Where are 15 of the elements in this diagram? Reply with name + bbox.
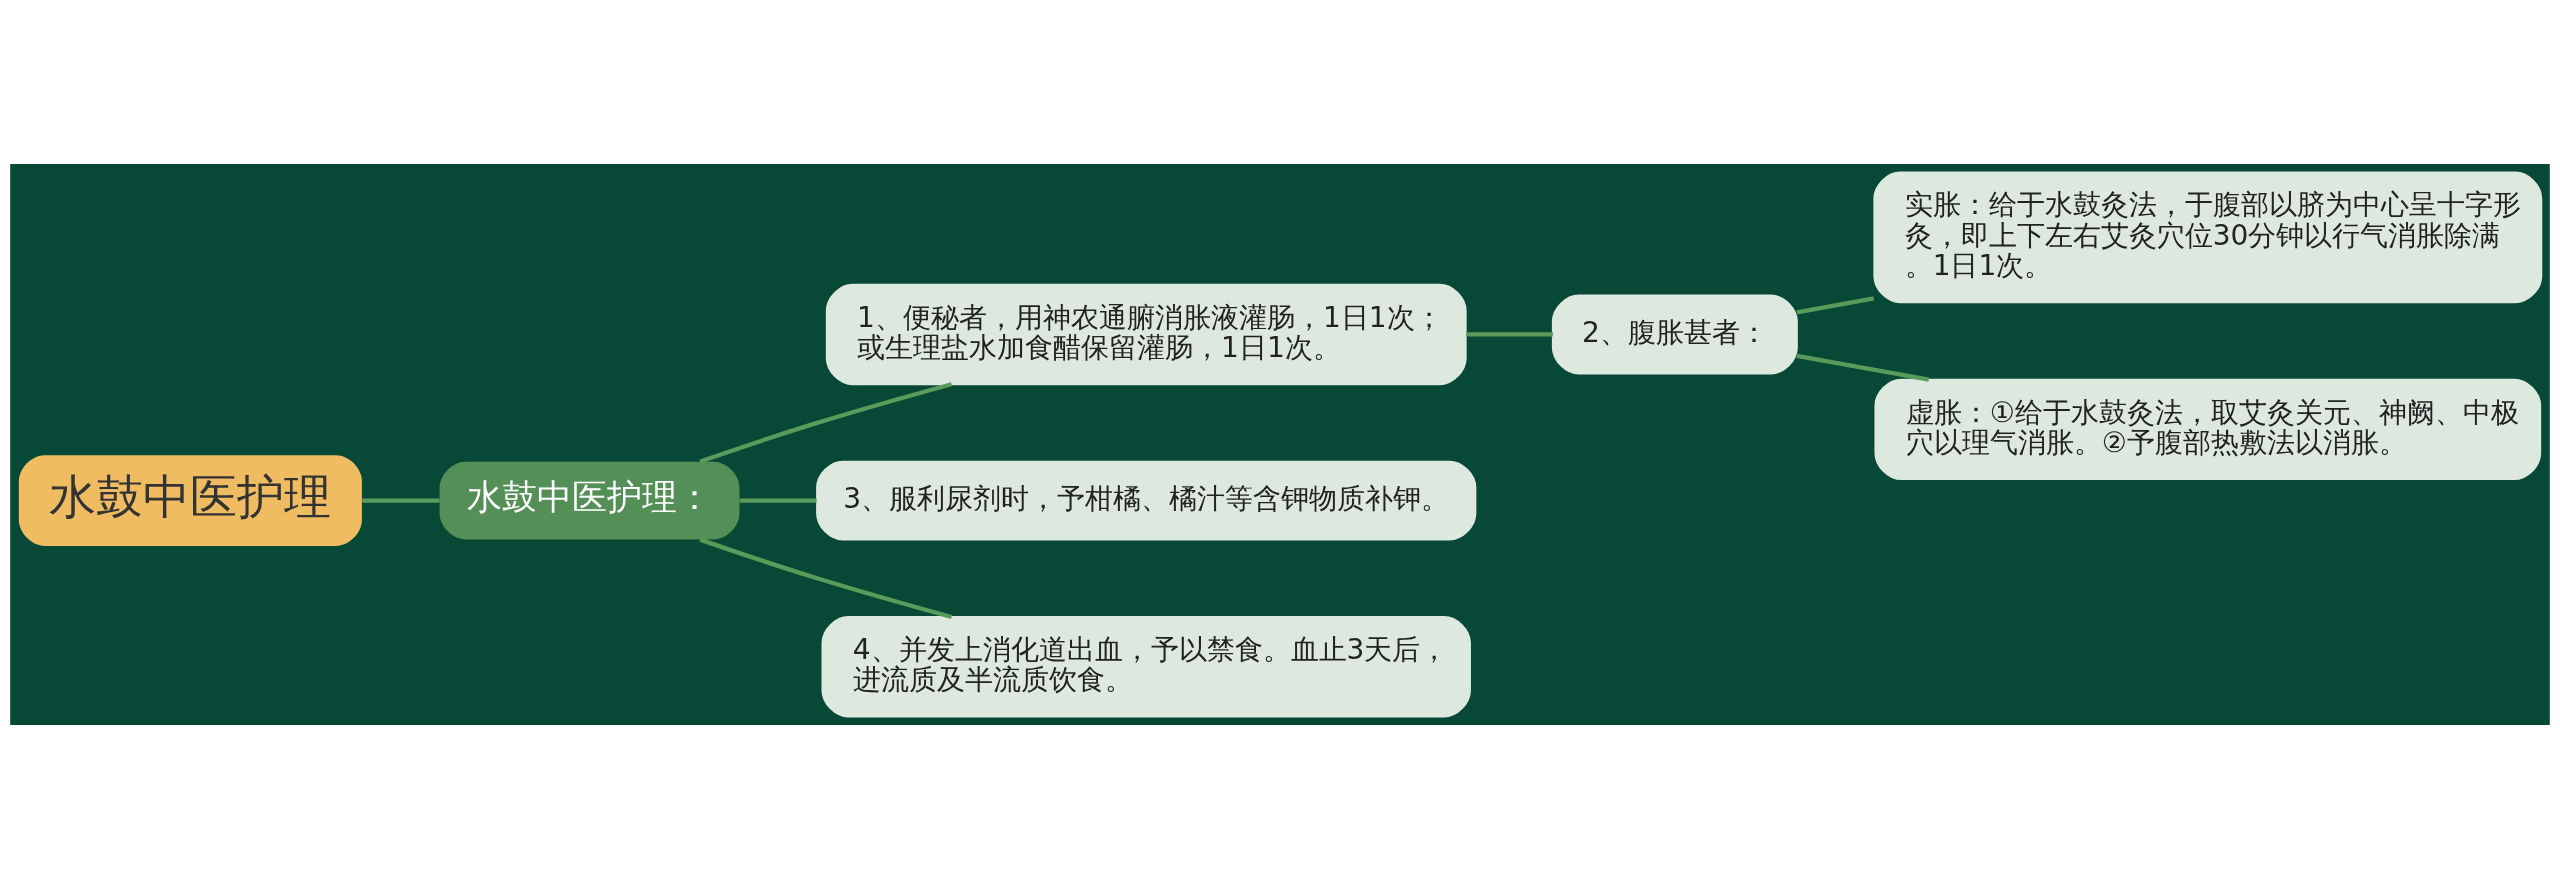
node-box: 实胀：给于水鼓灸法，于腹部以脐为中心呈十字形灸，即上下左右艾灸穴位30分钟以行气消胀除满。1日1次。 <box>1873 171 2543 303</box>
node-box: 虚胀：①给于水鼓灸法，取艾灸关元、神阙、中极穴以理气消胀。②予腹部热敷法以消胀。 <box>1874 378 2542 480</box>
connector <box>1796 353 1930 382</box>
node-box: 2、腹胀甚者： <box>1551 294 1798 374</box>
connector <box>1466 331 1553 337</box>
node-box: 水鼓中医护理 <box>18 454 362 546</box>
node-box: 水鼓中医护理： <box>439 461 740 539</box>
connector <box>1796 295 1875 315</box>
connector <box>699 537 953 619</box>
connector <box>699 381 953 464</box>
connector <box>739 497 817 503</box>
node-box: 4、并发上消化道出血，予以禁食。血止3天后，进流质及半流质饮食。 <box>821 615 1471 717</box>
connector <box>362 497 440 503</box>
node-box: 3、服利尿剂时，予柑橘、橘汁等含钾物质补钾。 <box>816 460 1477 541</box>
node-box: 1、便秘者，用神农通腑消胀液灌肠，1日1次；或生理盐水加食醋保留灌肠，1日1次。 <box>825 283 1467 385</box>
